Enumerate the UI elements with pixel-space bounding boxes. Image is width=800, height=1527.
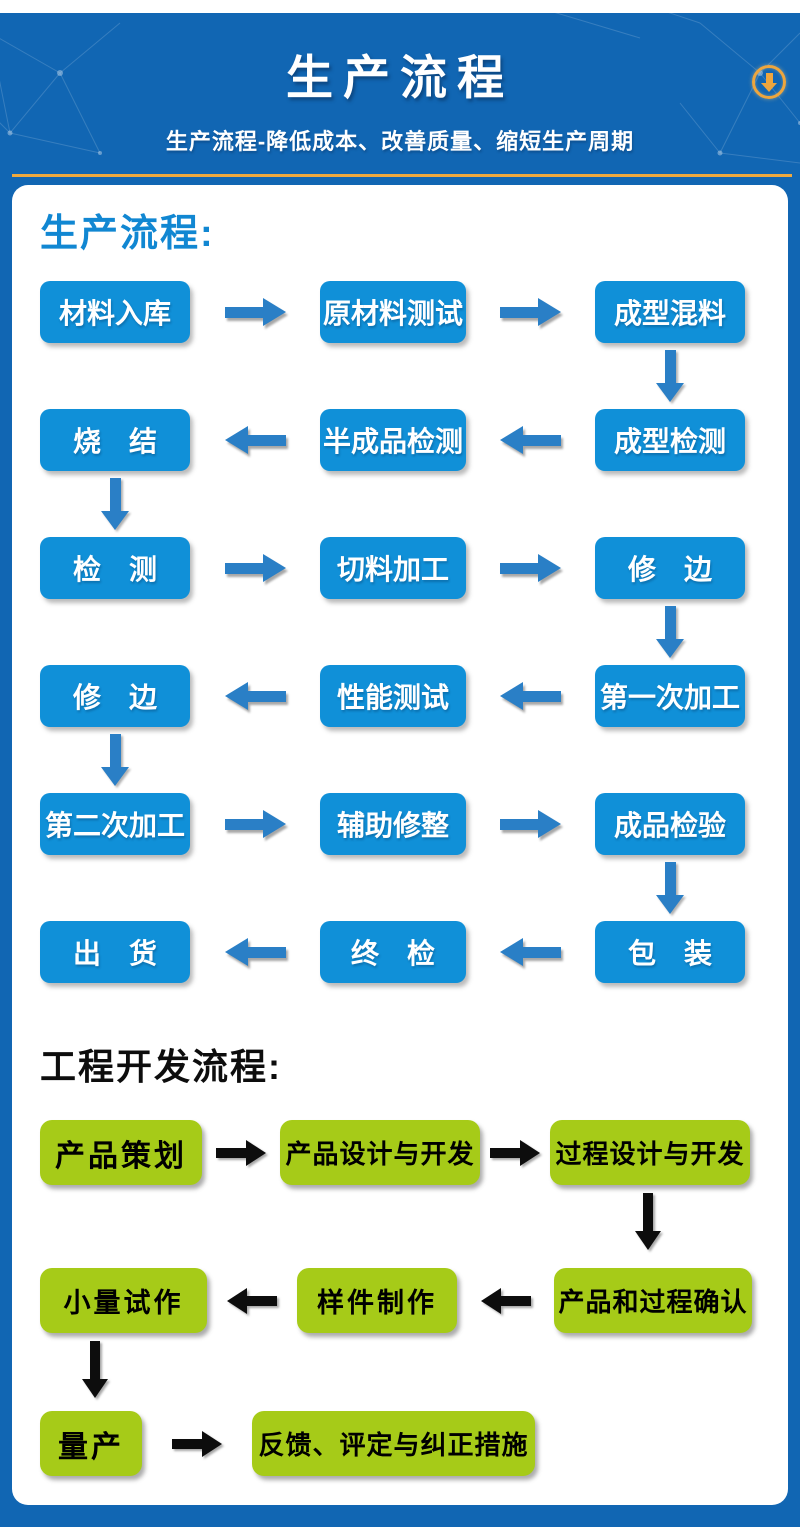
flow-step-box: 原材料测试 <box>320 281 466 343</box>
content-card: 生产流程: 材料入库 原材料测试 成型混料 烧 结 半成品检测 成型检测 <box>12 185 788 1505</box>
arrow-right-icon <box>224 298 286 326</box>
flow-step-box: 辅助修整 <box>320 793 466 855</box>
engineering-row-1: 产品策划 产品设计与开发 过程设计与开发 <box>40 1120 760 1185</box>
arrow-down-icon <box>82 1341 108 1398</box>
arrow-down-icon <box>656 606 684 658</box>
main-area: 生产流程: 材料入库 原材料测试 成型混料 烧 结 半成品检测 成型检测 <box>0 180 800 1527</box>
arrow-left-icon <box>207 1287 297 1314</box>
flow-gap <box>40 343 760 409</box>
arrow-left-icon <box>224 682 286 710</box>
arrow-down-icon <box>101 734 129 786</box>
arrow-right-icon <box>142 1430 252 1457</box>
arrow-right-icon <box>480 1139 550 1166</box>
arrow-right-icon <box>500 554 561 582</box>
engineering-flow-heading: 工程开发流程: <box>40 1046 282 1087</box>
flow-step-box: 过程设计与开发 <box>550 1120 750 1185</box>
arrow-right-icon <box>500 810 561 838</box>
flow-step-box: 反馈、评定与纠正措施 <box>252 1411 535 1476</box>
arrow-left-icon <box>500 426 561 454</box>
flow-step-box: 修 边 <box>40 665 190 727</box>
arrow-down-icon <box>656 350 684 402</box>
flow-step-box: 终 检 <box>320 921 466 983</box>
flow-step-box: 包 装 <box>595 921 745 983</box>
production-row-6: 出 货 终 检 包 装 <box>40 921 760 983</box>
gold-divider-line <box>12 174 792 177</box>
flow-gap <box>40 855 760 921</box>
download-arrow-icon[interactable] <box>752 65 786 99</box>
production-row-1: 材料入库 原材料测试 成型混料 <box>40 281 760 343</box>
arrow-left-icon <box>224 938 286 966</box>
flow-step-box: 性能测试 <box>320 665 466 727</box>
arrow-down-icon <box>635 1193 661 1250</box>
engineering-row-2: 小量试作 样件制作 产品和过程确认 <box>40 1268 760 1333</box>
production-row-3: 检 测 切料加工 修 边 <box>40 537 760 599</box>
flow-step-box: 成型检测 <box>595 409 745 471</box>
flow-step-box: 第二次加工 <box>40 793 190 855</box>
flow-step-box: 产品和过程确认 <box>554 1268 752 1333</box>
flow-step-box: 烧 结 <box>40 409 190 471</box>
flow-step-box: 成品检验 <box>595 793 745 855</box>
flow-step-box: 修 边 <box>595 537 745 599</box>
flow-step-box: 产品设计与开发 <box>280 1120 480 1185</box>
arrow-left-icon <box>457 1287 554 1314</box>
flow-gap <box>40 1185 760 1268</box>
arrow-right-icon <box>224 810 286 838</box>
flow-gap <box>40 727 760 793</box>
page-header: 生产流程 生产流程-降低成本、改善质量、缩短生产周期 <box>0 13 800 180</box>
arrow-left-icon <box>500 682 561 710</box>
download-arrow-shaft <box>765 72 773 83</box>
flow-step-box: 切料加工 <box>320 537 466 599</box>
flow-step-box: 成型混料 <box>595 281 745 343</box>
arrow-right-icon <box>500 298 561 326</box>
flow-step-box: 小量试作 <box>40 1268 207 1333</box>
flow-gap <box>40 1333 760 1411</box>
flow-step-box: 半成品检测 <box>320 409 466 471</box>
flow-gap <box>40 471 760 537</box>
page-title: 生产流程 <box>286 51 514 104</box>
arrow-right-icon <box>202 1139 280 1166</box>
flow-step-box: 样件制作 <box>297 1268 457 1333</box>
page-subtitle: 生产流程-降低成本、改善质量、缩短生产周期 <box>165 129 635 154</box>
flow-step-box: 量产 <box>40 1411 142 1476</box>
production-flow-heading: 生产流程: <box>40 213 215 255</box>
flow-step-box: 检 测 <box>40 537 190 599</box>
flow-step-box: 第一次加工 <box>595 665 745 727</box>
arrow-left-icon <box>500 938 561 966</box>
flow-step-box: 出 货 <box>40 921 190 983</box>
flow-step-box: 产品策划 <box>40 1120 202 1185</box>
engineering-row-3: 量产 反馈、评定与纠正措施 <box>40 1411 760 1476</box>
production-row-4: 修 边 性能测试 第一次加工 <box>40 665 760 727</box>
flow-gap <box>40 599 760 665</box>
arrow-right-icon <box>224 554 286 582</box>
production-row-2: 烧 结 半成品检测 成型检测 <box>40 409 760 471</box>
flow-step-box: 材料入库 <box>40 281 190 343</box>
arrow-left-icon <box>224 426 286 454</box>
production-row-5: 第二次加工 辅助修整 成品检验 <box>40 793 760 855</box>
top-white-strip <box>0 0 800 13</box>
arrow-down-icon <box>656 862 684 914</box>
arrow-down-icon <box>101 478 129 530</box>
download-arrow-head <box>761 82 777 92</box>
